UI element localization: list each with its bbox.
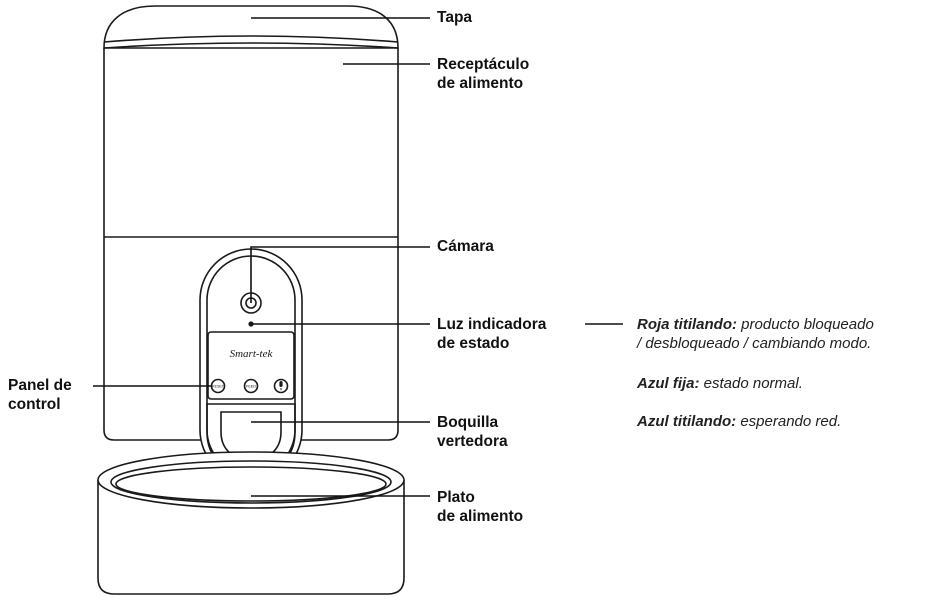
label-receptaculo: Receptáculo de alimento xyxy=(437,55,529,93)
note-roja-title: Roja titilando: xyxy=(637,316,737,333)
label-panel-line1: Panel de xyxy=(8,377,72,394)
note-roja-text1: producto bloqueado xyxy=(741,316,874,333)
bowl-base xyxy=(97,480,405,595)
label-boquilla-line2: vertedora xyxy=(437,433,508,450)
lid-rim-lower xyxy=(103,42,399,49)
label-panel-line2: control xyxy=(8,396,61,413)
label-plato-line2: de alimento xyxy=(437,508,524,525)
microphone-icon xyxy=(279,381,283,391)
reset-button-label: RESET xyxy=(212,385,225,389)
bowl-rim-inner xyxy=(110,460,392,504)
label-plato-line1: Plato xyxy=(437,489,475,506)
note-azul-fija: Azul fija: estado normal. xyxy=(637,374,803,393)
note-azul-titilando: Azul titilando: esperando red. xyxy=(637,412,841,431)
label-receptaculo-line2: de alimento xyxy=(437,75,524,92)
lid xyxy=(103,5,399,49)
label-luz-line1: Luz indicadora xyxy=(437,316,547,333)
voice-button xyxy=(273,378,289,394)
label-boquilla: Boquilla vertedora xyxy=(437,413,508,451)
feed-button xyxy=(243,378,259,394)
label-luz-line2: de estado xyxy=(437,335,510,352)
feed-button-label: FEED xyxy=(246,385,256,389)
bowl-inner-floor xyxy=(115,466,387,502)
note-azul-fija-text: estado normal. xyxy=(703,375,803,392)
bowl-rim-outer xyxy=(97,451,405,509)
brand-logo: Smart-tek xyxy=(230,348,274,360)
note-azul-fija-title: Azul fija: xyxy=(637,375,700,392)
control-panel xyxy=(207,331,295,400)
note-roja: Roja titilando: producto bloqueado / des… xyxy=(637,315,874,353)
note-azul-titilando-title: Azul titilando: xyxy=(637,413,737,430)
label-luz: Luz indicadora de estado xyxy=(437,315,546,353)
label-receptaculo-line1: Receptáculo xyxy=(437,56,530,73)
label-tapa: Tapa xyxy=(437,9,473,26)
label-boquilla-line1: Boquilla xyxy=(437,414,499,431)
label-panel: Panel de control xyxy=(8,376,72,414)
note-azul-titilando-text: esperando red. xyxy=(740,413,842,430)
label-camara: Cámara xyxy=(437,238,494,255)
label-plato: Plato de alimento xyxy=(437,488,523,526)
reset-button xyxy=(210,378,226,394)
note-roja-line1: Roja titilando: producto bloqueado xyxy=(637,315,874,334)
leader-camara xyxy=(250,246,430,303)
note-roja-line2: / desbloqueado / cambiando modo. xyxy=(637,335,872,352)
lid-rim xyxy=(103,35,399,43)
